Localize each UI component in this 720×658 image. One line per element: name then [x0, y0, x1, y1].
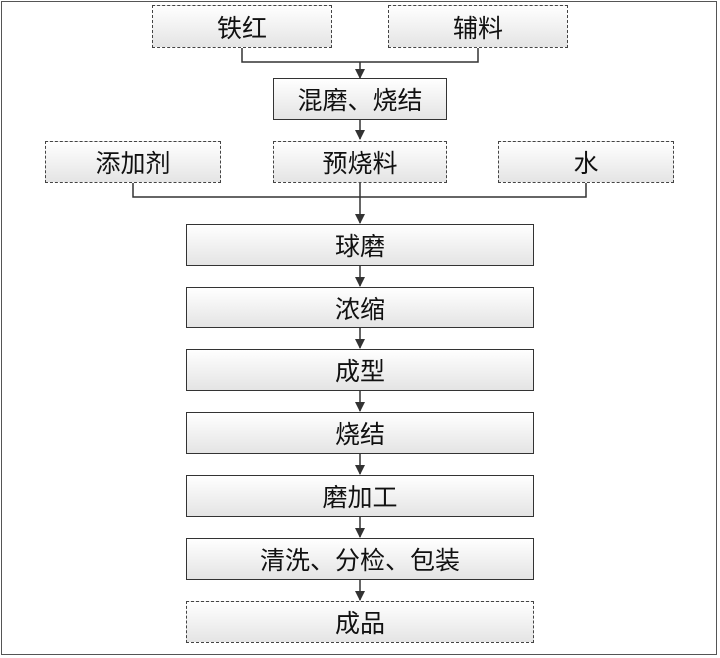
connector-iron-red [241, 48, 360, 63]
additive-box: 添加剂 [45, 141, 221, 183]
connector-auxiliary [360, 48, 479, 63]
presintered-label: 预烧料 [322, 149, 398, 178]
water-label: 水 [573, 149, 599, 178]
auxiliary-label: 辅料 [452, 13, 503, 43]
auxiliary-box: 辅料 [388, 5, 568, 48]
ball-mill-label: 球磨 [334, 232, 385, 261]
grinding-label: 磨加工 [322, 483, 398, 512]
connector-additive [132, 183, 360, 198]
product-label: 成品 [334, 609, 385, 638]
grinding-box: 磨加工 [186, 475, 534, 517]
water-box: 水 [498, 141, 674, 183]
sintering-box: 烧结 [186, 412, 534, 454]
concentrate-label: 浓缩 [334, 294, 385, 324]
product-box: 成品 [186, 601, 534, 643]
concentrate-box: 浓缩 [186, 287, 534, 328]
presintered-box: 预烧料 [273, 141, 447, 183]
connector-water [360, 183, 587, 198]
ball-mill-box: 球磨 [186, 224, 534, 266]
mix-sinter-box: 混磨、烧结 [273, 78, 447, 120]
forming-box: 成型 [186, 349, 534, 391]
mix-sinter-label: 混磨、烧结 [297, 86, 423, 115]
clean-inspect-pack-box: 清洗、分检、包装 [186, 538, 534, 580]
sintering-label: 烧结 [334, 420, 385, 449]
iron-red-label: 铁红 [216, 13, 267, 43]
forming-label: 成型 [334, 357, 385, 386]
iron-red-box: 铁红 [152, 5, 332, 48]
clean-inspect-pack-label: 清洗、分检、包装 [259, 546, 460, 575]
additive-label: 添加剂 [95, 149, 171, 178]
